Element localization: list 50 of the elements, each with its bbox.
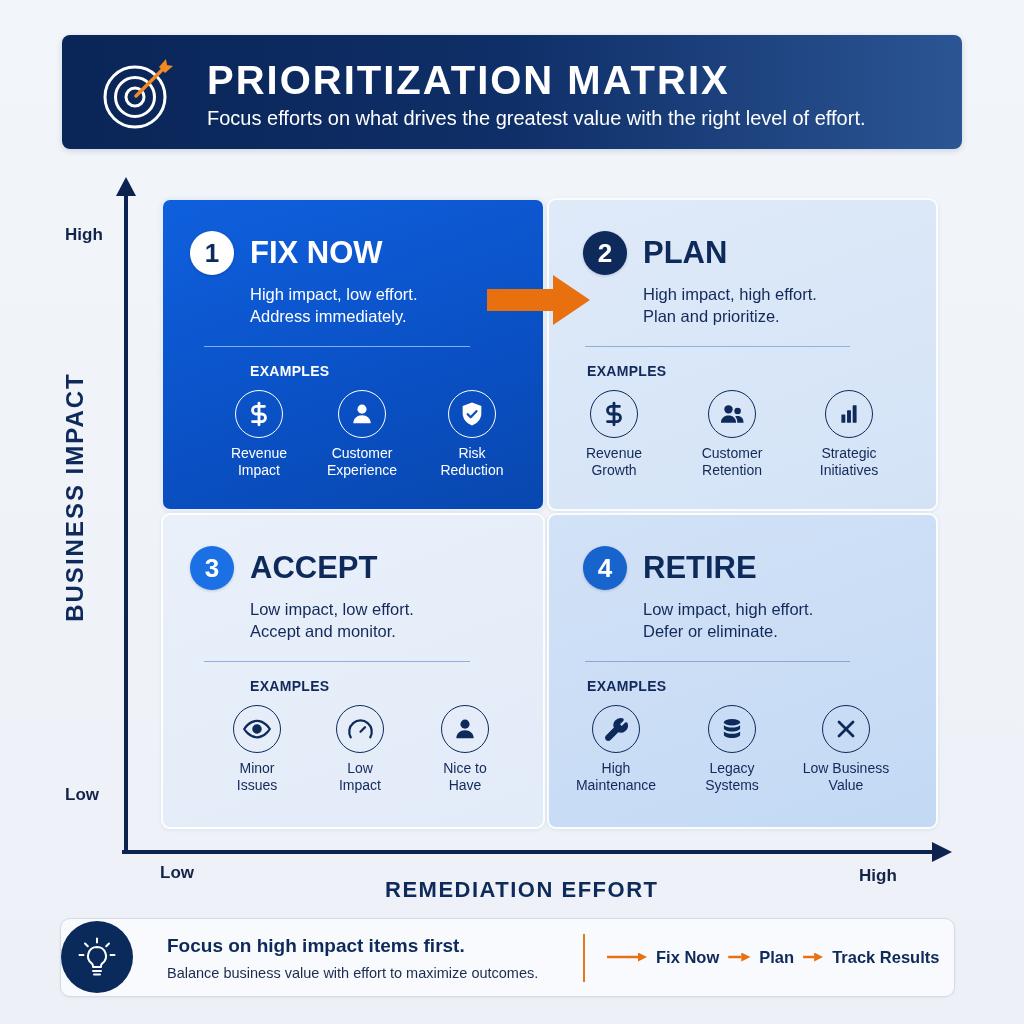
- number-badge: 4: [583, 546, 627, 590]
- axis-title: BUSINESS IMPACT: [61, 372, 89, 622]
- example-label: Customer Retention: [700, 445, 764, 479]
- number-badge: 3: [190, 546, 234, 590]
- quadrant-card: [547, 198, 938, 511]
- quadrant-title: RETIRE: [643, 549, 757, 587]
- arrow: [803, 952, 824, 962]
- quadrant-title: ACCEPT: [250, 549, 378, 587]
- tip-text: Balance business value with effort to maximize outcomes.: [167, 965, 539, 982]
- quadrant-card: [161, 513, 545, 829]
- example-label: Nice to Have: [442, 760, 488, 794]
- example-label: Revenue Impact: [229, 445, 288, 479]
- quadrant-description: High impact, high effort. Plan and prioritize.: [643, 284, 818, 327]
- section-heading: EXAMPLES: [250, 677, 330, 695]
- example-label: Revenue Growth: [584, 445, 643, 479]
- quadrant-description: Low impact, low effort. Accept and monitor.: [250, 599, 415, 642]
- number-badge: 2: [583, 231, 627, 275]
- section-heading: EXAMPLES: [587, 362, 667, 380]
- example-label: Low Impact: [338, 760, 382, 794]
- example-label: Minor Issues: [235, 760, 279, 794]
- example-label: Customer Experience: [325, 445, 398, 479]
- example-label: High Maintenance: [574, 760, 658, 794]
- example-label: Strategic Initiatives: [818, 445, 880, 479]
- axis-tick-label: High: [65, 225, 103, 245]
- title: PRIORITIZATION MATRIX: [207, 57, 730, 104]
- axis-tick-label: Low: [65, 785, 99, 805]
- section-heading: EXAMPLES: [250, 362, 330, 380]
- tip-panel: [60, 918, 955, 997]
- quadrant-description: High impact, low effort. Address immediately.: [250, 284, 419, 327]
- quadrant-description: Low impact, high effort. Defer or eliminate.: [643, 599, 815, 642]
- axis-tick-label: High: [859, 866, 897, 886]
- arrow: [728, 952, 751, 962]
- quadrant-card: [547, 513, 938, 829]
- number-badge: 1: [190, 231, 234, 275]
- step-label: Track Results: [832, 947, 940, 967]
- quadrant-card: [161, 198, 545, 511]
- tip-heading: Focus on high impact items first.: [167, 934, 465, 957]
- example-label: Risk Reduction: [439, 445, 505, 479]
- axis-tick-label: Low: [160, 863, 194, 883]
- quadrant-title: PLAN: [643, 234, 728, 272]
- block-arrow: [487, 275, 590, 325]
- step-label: Fix Now: [656, 947, 720, 967]
- arrow: [607, 952, 647, 962]
- step-label: Plan: [759, 947, 795, 967]
- subtitle: Focus efforts on what drives the greatest value with the right level of effort.: [207, 106, 866, 131]
- quadrant-title: FIX NOW: [250, 234, 383, 272]
- example-label: Legacy Systems: [704, 760, 760, 794]
- section-heading: EXAMPLES: [587, 677, 667, 695]
- axis-title: REMEDIATION EFFORT: [385, 877, 659, 903]
- example-label: Low Business Value: [801, 760, 891, 794]
